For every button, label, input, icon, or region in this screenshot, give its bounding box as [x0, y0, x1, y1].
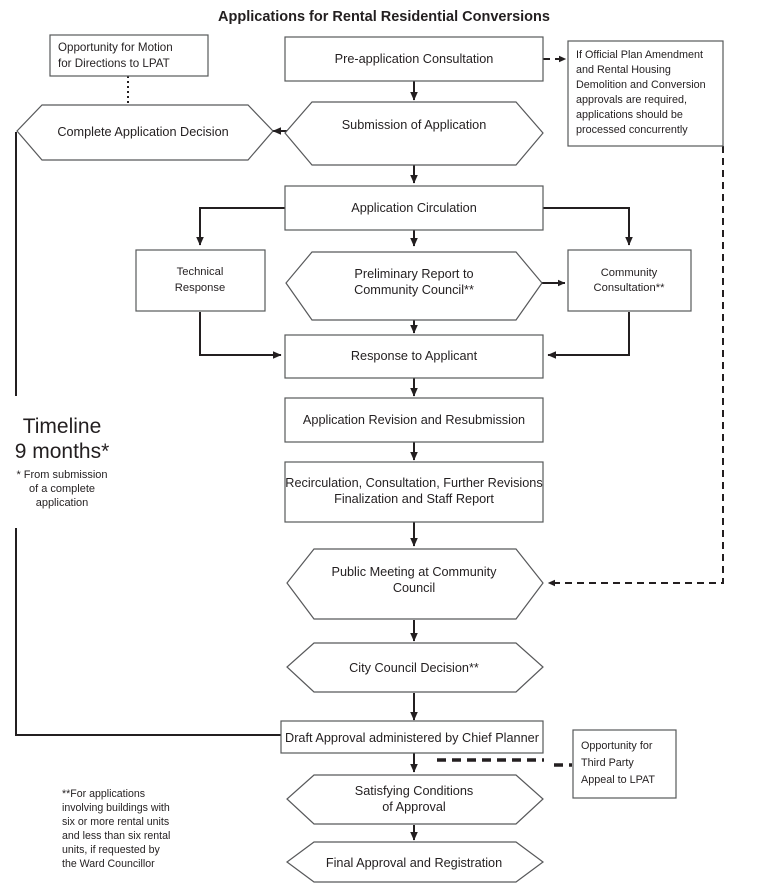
note-concurrent-line-6: processed concurrently — [576, 124, 688, 136]
note-concurrent-line-1: If Official Plan Amendment — [576, 49, 703, 61]
node-recirculation-line-1: Recirculation, Consultation, Further Rev… — [285, 476, 542, 490]
node-preliminary-line-2: Community Council** — [354, 283, 474, 297]
node-satisfying-line-1: Satisfying Conditions — [355, 784, 473, 798]
node-satisfying-line-2: of Approval — [382, 800, 445, 814]
node-satisfying-conditions[interactable]: Satisfying Conditions of Approval — [286, 774, 544, 825]
timeline-block: Timeline 9 months* * From submission of … — [15, 415, 110, 509]
footnote-block: **For applications involving buildings w… — [62, 788, 170, 870]
footnote-line-2: involving buildings with — [62, 802, 170, 814]
node-response-to-applicant[interactable]: Response to Applicant — [284, 334, 544, 379]
node-final-approval-label: Final Approval and Registration — [326, 856, 502, 870]
node-city-council-decision[interactable]: City Council Decision** — [286, 642, 544, 693]
connector-community-to-response — [547, 312, 630, 359]
note-concurrent-line-5: applications should be — [576, 109, 683, 121]
note-concurrent-line-2: and Rental Housing — [576, 64, 671, 76]
note-lpat-motion[interactable]: Opportunity for Motion for Directions to… — [49, 34, 209, 77]
timeline-label: Timeline — [23, 415, 102, 438]
node-draft-approval-label: Draft Approval administered by Chief Pla… — [285, 731, 540, 745]
footnote-line-5: units, if requested by — [62, 844, 160, 856]
node-recirculation-line-2: Finalization and Staff Report — [334, 492, 494, 506]
timeline-footnote-line-2: of a complete — [29, 483, 95, 495]
node-technical-response[interactable]: Technical Response — [135, 249, 266, 312]
timeline-footnote-line-1: * From submission — [16, 469, 107, 481]
node-community-consultation[interactable]: Community Consultation** — [567, 249, 692, 312]
note-concurrent-line-3: Demolition and Conversion — [576, 79, 706, 91]
node-submission-label: Submission of Application — [342, 118, 487, 132]
node-pre-application-consultation[interactable]: Pre-application Consultation — [284, 36, 544, 82]
page-title: Applications for Rental Residential Conv… — [218, 9, 550, 25]
node-pre-application-label: Pre-application Consultation — [335, 52, 494, 66]
node-technical-line-2: Response — [175, 282, 225, 294]
node-public-meeting-line-1: Public Meeting at Community — [331, 565, 497, 579]
connector-circulation-to-community — [543, 207, 633, 246]
node-city-council-label: City Council Decision** — [349, 661, 479, 675]
timeline-footnote-line-3: application — [36, 497, 89, 509]
node-preliminary-report[interactable]: Preliminary Report to Community Council*… — [285, 251, 543, 321]
node-community-line-1: Community — [601, 267, 658, 279]
node-complete-decision-label: Complete Application Decision — [57, 125, 228, 139]
node-community-line-2: Consultation** — [594, 282, 666, 294]
note-third-party-appeal[interactable]: Opportunity for Third Party Appeal to LP… — [572, 729, 677, 799]
note-third-party-line-1: Opportunity for — [581, 740, 653, 752]
connector-technical-to-response — [199, 312, 282, 359]
timeline-duration: 9 months* — [15, 440, 110, 463]
node-recirculation[interactable]: Recirculation, Consultation, Further Rev… — [284, 461, 544, 523]
note-concurrent-line-4: approvals are required, — [576, 94, 687, 106]
footnote-line-6: the Ward Councillor — [62, 858, 155, 870]
node-technical-line-1: Technical — [177, 266, 224, 278]
connector-circulation-to-technical — [196, 207, 285, 246]
timeline-bracket-lower — [15, 528, 282, 736]
footnote-line-1: **For applications — [62, 788, 145, 800]
footnote-line-4: and less than six rental — [62, 830, 170, 842]
note-third-party-line-2: Third Party — [581, 757, 634, 769]
node-response-label: Response to Applicant — [351, 349, 478, 363]
node-public-meeting[interactable]: Public Meeting at Community Council — [286, 548, 544, 620]
node-circulation-label: Application Circulation — [351, 201, 477, 215]
node-submission-of-application[interactable]: Submission of Application — [284, 101, 544, 166]
connectors — [15, 55, 724, 841]
connector-concurrency-note-to-public-meeting — [547, 146, 724, 587]
node-complete-application-decision[interactable]: Complete Application Decision — [16, 104, 274, 161]
node-preliminary-line-1: Preliminary Report to — [354, 267, 473, 281]
footnote-line-3: six or more rental units — [62, 816, 169, 828]
note-concurrent-approvals[interactable]: If Official Plan Amendment and Rental Ho… — [567, 40, 724, 147]
node-application-revision[interactable]: Application Revision and Resubmission — [284, 397, 544, 443]
note-lpat-motion-line-2: for Directions to LPAT — [58, 57, 170, 70]
node-application-circulation[interactable]: Application Circulation — [284, 185, 544, 231]
node-public-meeting-line-2: Council — [393, 581, 435, 595]
note-lpat-motion-line-1: Opportunity for Motion — [58, 41, 173, 54]
node-final-approval[interactable]: Final Approval and Registration — [285, 841, 545, 883]
node-revision-label: Application Revision and Resubmission — [303, 413, 525, 427]
note-third-party-line-3: Appeal to LPAT — [581, 774, 655, 786]
node-draft-approval[interactable]: Draft Approval administered by Chief Pla… — [280, 720, 544, 754]
